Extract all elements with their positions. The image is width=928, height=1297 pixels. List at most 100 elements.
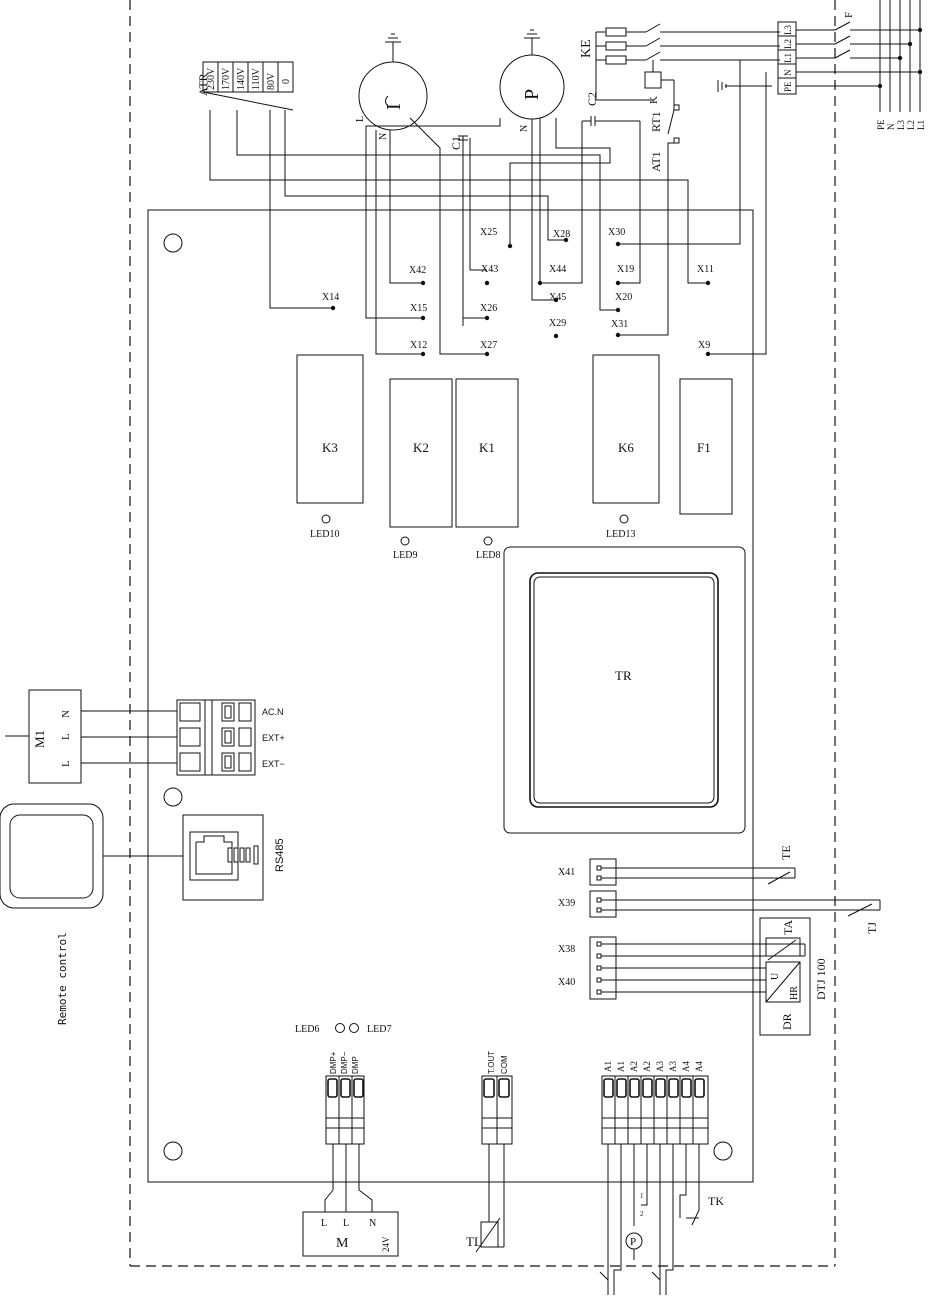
svg-text:LED6: LED6	[295, 1024, 319, 1035]
x25-label: X25	[480, 227, 497, 238]
fan-motor-symbol: I L N	[355, 33, 428, 140]
rt1-label: RT1	[649, 111, 663, 132]
mains-l1: L1	[916, 120, 926, 130]
svg-text:F1: F1	[697, 440, 711, 455]
dr-label: DR	[780, 1013, 794, 1030]
atr-tap-140v: 140V	[236, 67, 247, 90]
capacitor-c1: C1	[449, 135, 471, 326]
pcb-board	[147, 209, 754, 1183]
x20-label: X20	[615, 292, 632, 303]
x27-label: X27	[480, 340, 497, 351]
led13-label: LED13	[606, 529, 635, 540]
rs485-port: RS485	[182, 814, 286, 901]
atr-tap-block: ATR 230V 170V 140V 110V 80V 0	[196, 61, 294, 111]
x11-label: X11	[697, 264, 714, 275]
capacitor-c2: C2	[582, 92, 640, 126]
led6-led7: LED6 LED7	[295, 1023, 391, 1035]
m1-terminal-block: AC.N EXT+ EXT−	[176, 699, 285, 776]
svg-text:C1: C1	[449, 136, 463, 150]
a-terminal-block: A1 A1 A2 A2 A3 A3 A4 A4 TK	[599, 1061, 724, 1295]
led8-label: LED8	[476, 550, 500, 561]
connector-points: X25 X28 X30 X42 X43 X44 X19 X11 X14 X15 …	[322, 227, 714, 357]
x30-label: X30	[608, 227, 625, 238]
relay-k3: K3 LED10	[296, 354, 364, 540]
svg-text:DMP+: DMP+	[329, 1051, 338, 1074]
damper-terminal-block: DMP+ DMP− DMP	[324, 1051, 373, 1212]
svg-text:K1: K1	[479, 440, 495, 455]
remote-control: Remote control	[0, 803, 183, 1025]
x15-label: X15	[410, 303, 427, 314]
svg-text:L3: L3	[783, 25, 793, 35]
svg-text:A2: A2	[642, 1061, 652, 1072]
x28-label: X28	[553, 229, 570, 240]
atr-tap-80v: 80V	[266, 72, 277, 90]
svg-text:HR: HR	[789, 986, 800, 1000]
atr-tap-230v: 230V	[206, 67, 217, 90]
mains-n: N	[886, 123, 896, 130]
svg-text:A2: A2	[629, 1061, 639, 1072]
svg-text:A4: A4	[681, 1061, 691, 1072]
x44-label: X44	[549, 264, 566, 275]
svg-text:L: L	[60, 733, 72, 740]
enclosure-outline	[129, 0, 836, 1267]
svg-text:A1: A1	[603, 1061, 613, 1072]
tk-label: TK	[708, 1194, 724, 1208]
mains-pe: PE	[876, 119, 886, 130]
mains-terminal-block: PE N L1 L2 L3	[777, 21, 797, 95]
svg-text:U: U	[770, 972, 781, 980]
svg-text:K3: K3	[322, 440, 338, 455]
dtj-label: DTJ 100	[814, 958, 828, 1000]
svg-text:L: L	[321, 1218, 327, 1229]
svg-text:M: M	[336, 1236, 349, 1251]
x31-label: X31	[611, 319, 628, 330]
te-label: TE	[779, 845, 793, 860]
atr-tap-170v: 170V	[221, 67, 232, 90]
at1-label: AT1	[649, 151, 663, 172]
ground-symbol	[717, 80, 772, 92]
sensor-connectors: X41 X39 X38 X40 TE TJ	[558, 845, 881, 1000]
svg-text:DMP: DMP	[351, 1056, 360, 1074]
svg-text:P: P	[521, 89, 543, 100]
svg-text:LED7: LED7	[367, 1024, 391, 1035]
ke-contactor: KE	[579, 23, 780, 65]
tout-terminal-block: T.OUT COM TL	[466, 1051, 513, 1253]
x14-label: X14	[322, 292, 339, 303]
svg-text:L: L	[343, 1218, 349, 1229]
ext-plus-label: EXT+	[262, 733, 285, 743]
svg-text:L2: L2	[783, 39, 793, 49]
transformer-tr: TR	[503, 546, 746, 834]
x26-label: X26	[480, 303, 497, 314]
led10-label: LED10	[310, 529, 339, 540]
ext-minus-label: EXT−	[262, 759, 285, 769]
pump-motor-symbol: P N	[499, 29, 565, 132]
svg-text:A4: A4	[694, 1061, 704, 1072]
m1-label: M1	[32, 730, 47, 748]
damper-motor-m: L L N M 24V	[302, 1211, 399, 1257]
led9-label: LED9	[393, 550, 417, 561]
svg-text:COM: COM	[500, 1055, 509, 1074]
svg-text:N: N	[60, 710, 72, 718]
svg-text:A3: A3	[655, 1061, 665, 1072]
mounting-hole-bottom-right	[713, 1141, 733, 1161]
svg-text:L: L	[355, 116, 366, 122]
svg-text:L: L	[60, 760, 72, 767]
dtj100-sensor: TA U HR DR DTJ 100	[759, 917, 828, 1036]
svg-text:TR: TR	[615, 668, 632, 683]
svg-text:N: N	[378, 133, 389, 140]
mounting-hole-top-left	[163, 233, 183, 253]
mains-l2: L2	[906, 120, 916, 130]
relay-k1: K1 LED8	[455, 378, 519, 561]
svg-text:L1: L1	[783, 53, 793, 63]
svg-text:T.OUT: T.OUT	[487, 1051, 496, 1074]
relay-k2: K2 LED9	[389, 378, 453, 561]
tl-label: TL	[466, 1234, 482, 1249]
atr-tap-0: 0	[281, 79, 292, 84]
svg-text:N: N	[519, 125, 530, 132]
k-coil-and-thermostats: K RT1 AT1	[644, 60, 680, 172]
remote-control-label: Remote control	[56, 932, 69, 1025]
m1-block: M1 N L L	[5, 689, 177, 784]
mounting-hole-mid-left	[163, 787, 183, 807]
atr-tap-110v: 110V	[251, 67, 262, 90]
svg-text:A1: A1	[616, 1061, 626, 1072]
